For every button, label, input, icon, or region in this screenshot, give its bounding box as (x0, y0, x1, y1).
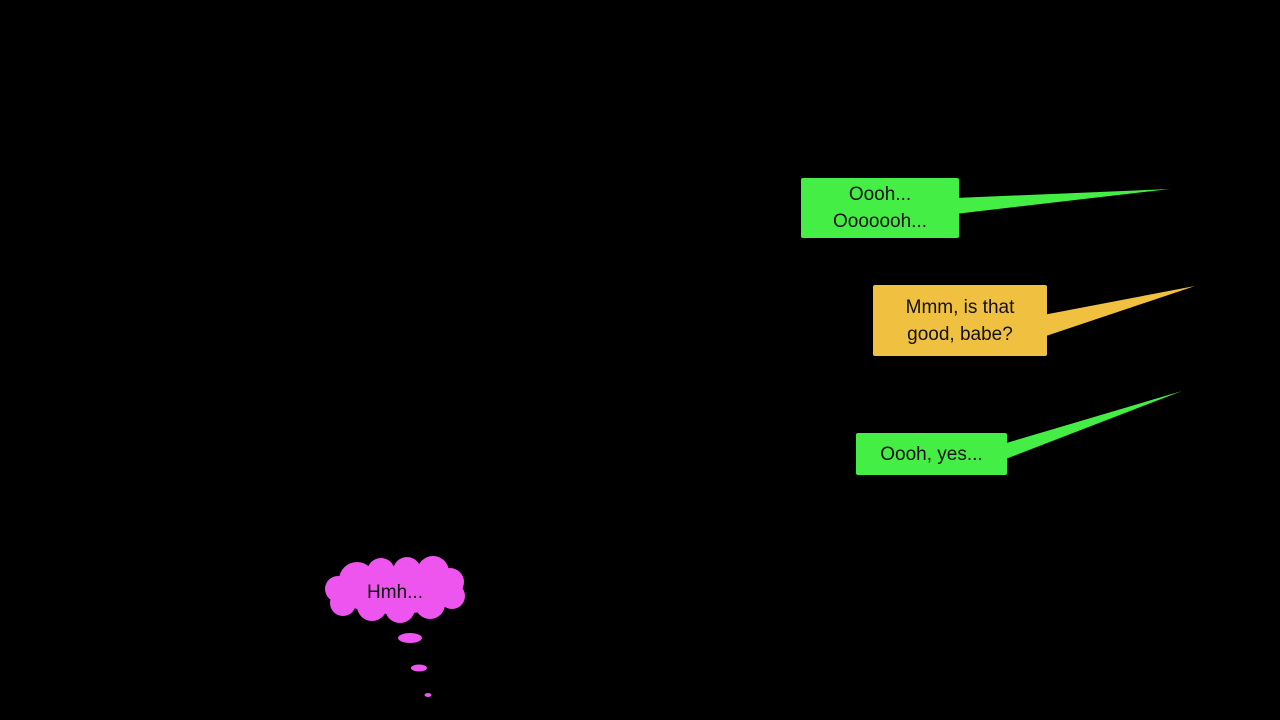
speech-text-line: Oooh, yes... (880, 443, 983, 465)
speech-text-line: Ooooooh... (832, 211, 928, 232)
thought-text-line: Hmh... (367, 581, 423, 603)
speech-text-line: good, babe? (907, 323, 1013, 345)
speech-text-green-top: Oooh... Ooooooh... (801, 178, 959, 238)
speech-box-yellow (873, 285, 1047, 356)
speech-tail-yellow (1043, 286, 1195, 337)
thought-dot-medium (411, 664, 427, 672)
thought-cloud (325, 556, 465, 623)
speech-bubble-green-top (801, 178, 1170, 238)
thought-dot-small (424, 693, 432, 697)
speech-text-line: Mmm, is that (905, 296, 1015, 318)
speech-box-green-bottom (856, 433, 1007, 475)
speech-box-green-top (801, 178, 959, 238)
speech-text-yellow: Mmm, is that good, babe? (873, 285, 1047, 356)
speech-bubble-yellow (873, 285, 1195, 356)
thought-dot-large (398, 633, 422, 643)
thought-text: Hmh... (335, 578, 455, 606)
speech-text-line: Oooh... (848, 184, 912, 205)
speech-tail-green-bottom (1003, 391, 1182, 460)
speech-tail-green-top (955, 189, 1170, 214)
speech-bubble-green-bottom (856, 391, 1182, 475)
speech-text-green-bottom: Oooh, yes... (856, 433, 1007, 475)
